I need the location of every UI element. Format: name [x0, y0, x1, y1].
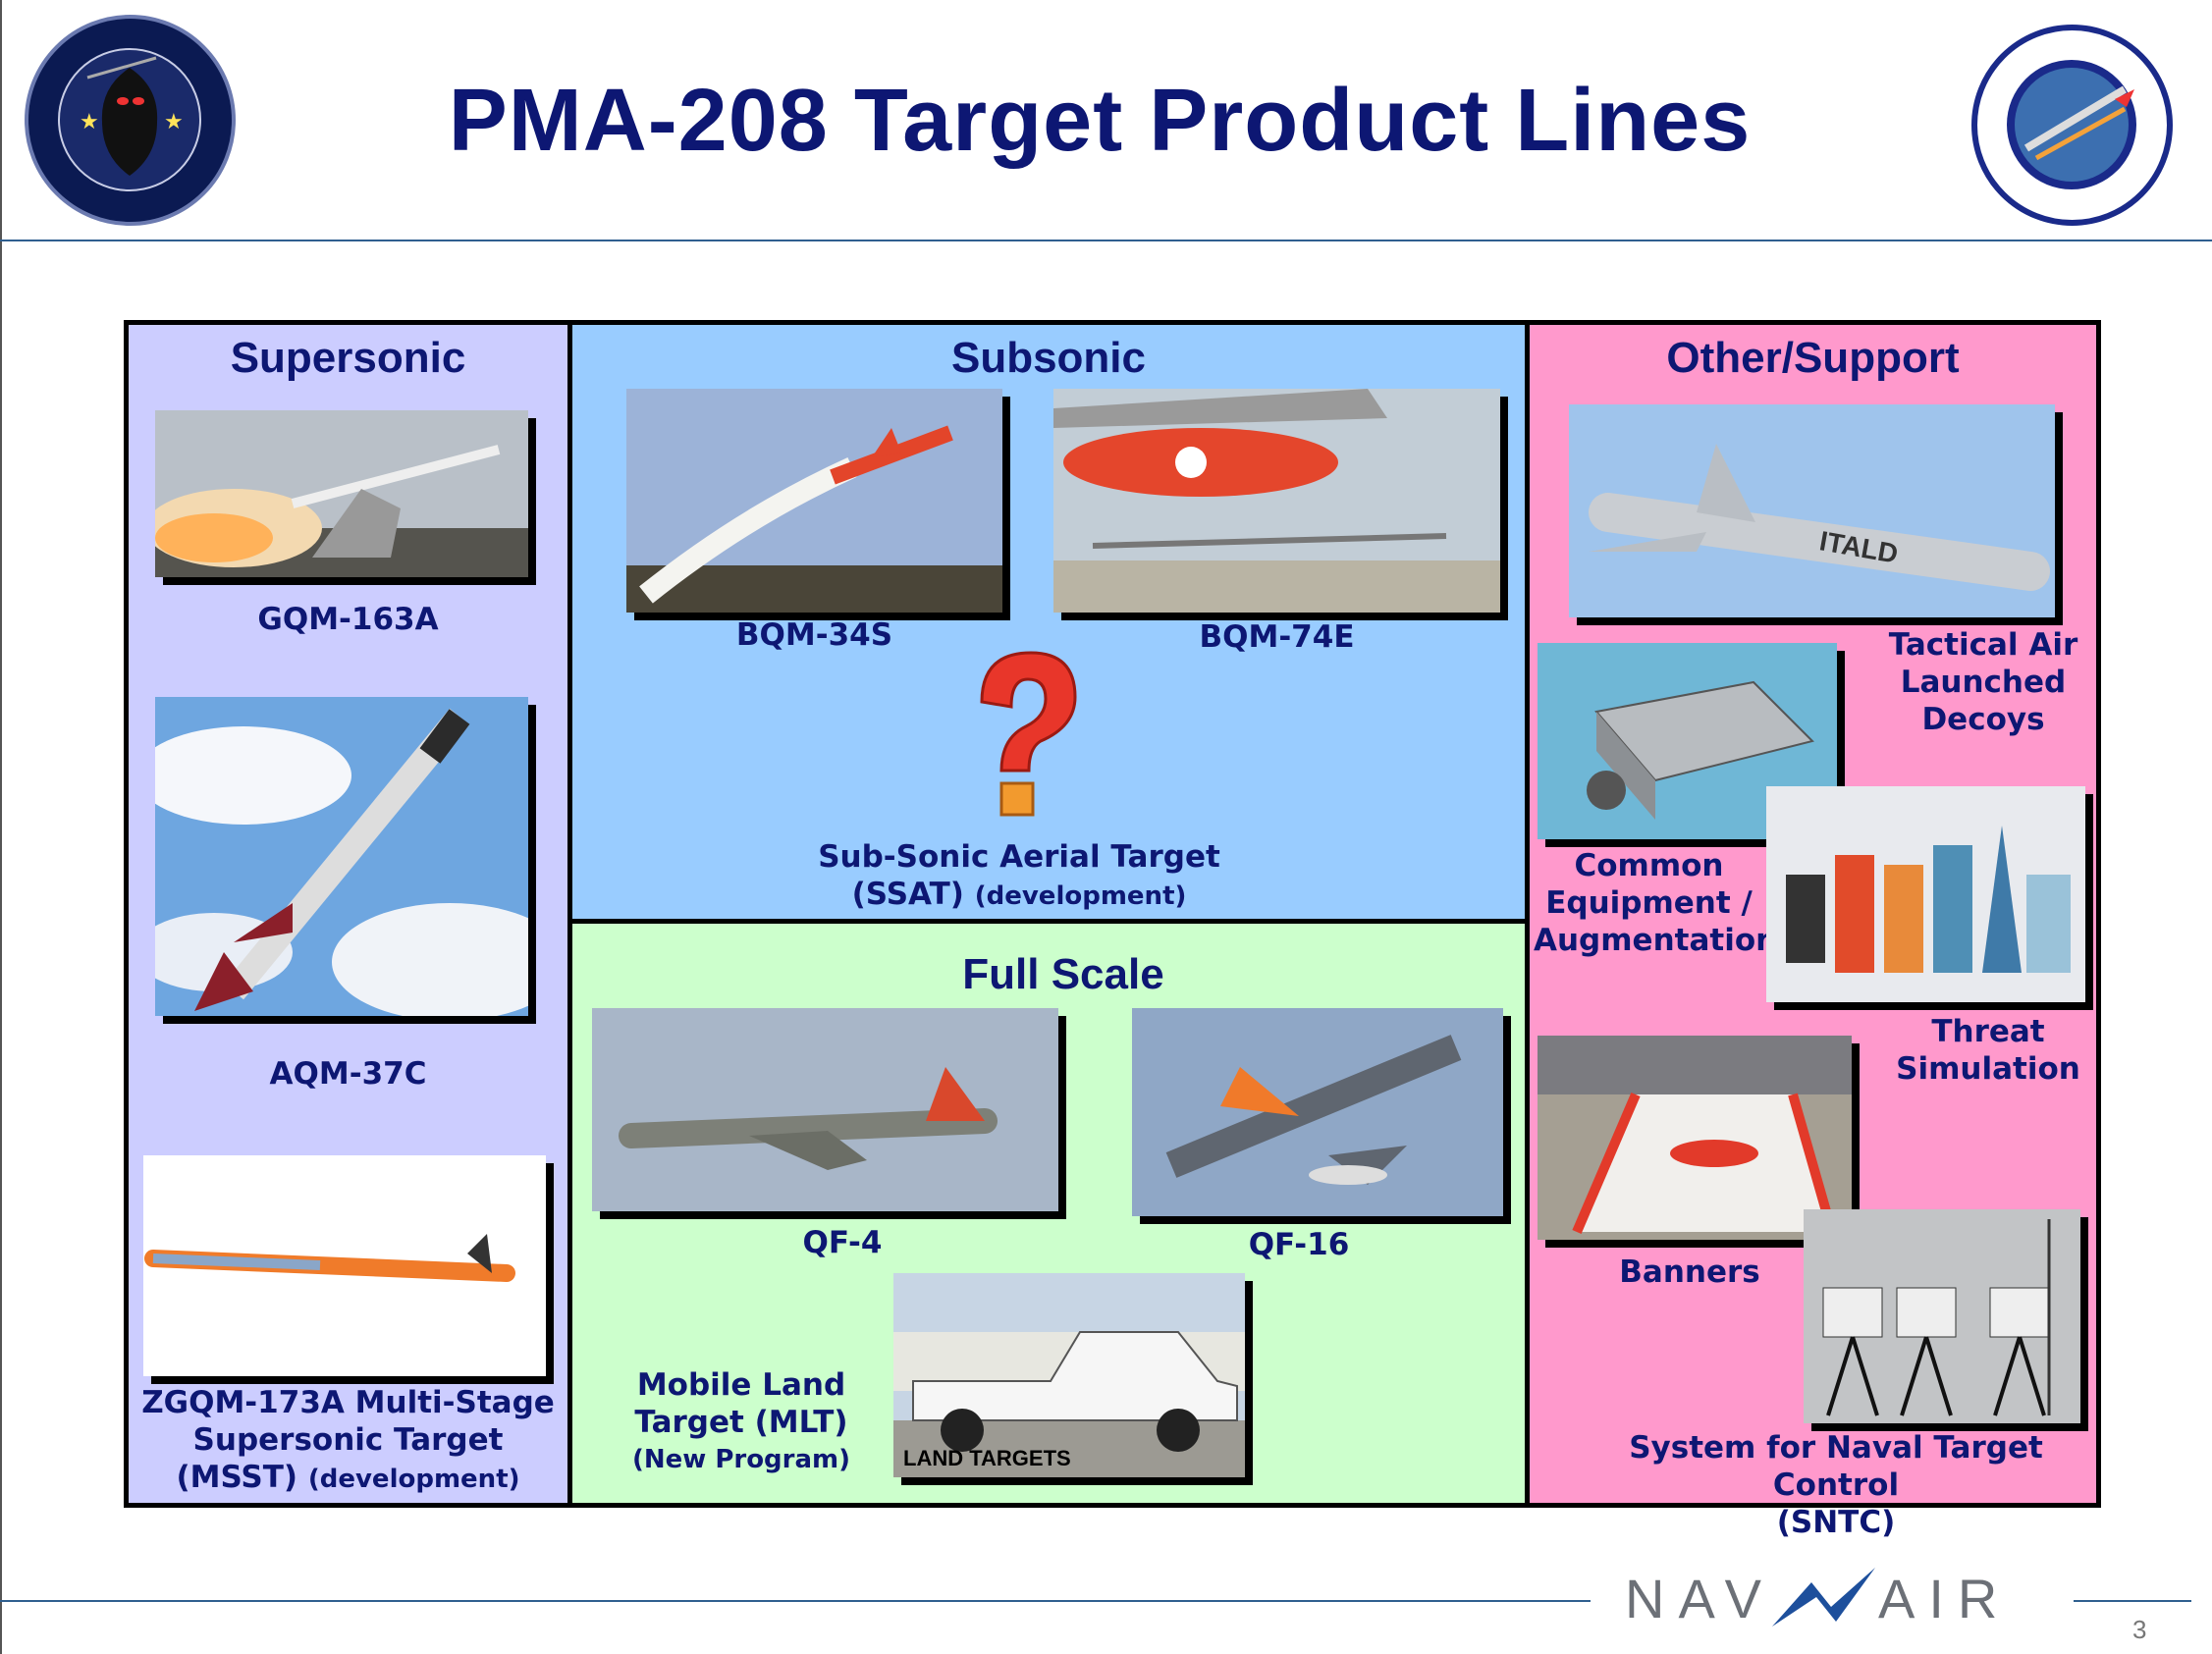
- sntc-line1: System for Naval Target Control: [1629, 1430, 2043, 1503]
- other-support-title: Other/Support: [1666, 334, 1960, 382]
- decoys-line3: Decoys: [1921, 702, 2045, 737]
- banners-photo: [1538, 1036, 1852, 1240]
- sntc-caption: System for Naval Target Control (SNTC): [1561, 1429, 2111, 1541]
- threat-line1: Threat: [1931, 1014, 2045, 1049]
- mlt-caption-note: (New Program): [631, 1445, 851, 1474]
- zgqm-173a-caption: ZGQM-173A Multi-Stage Supersonic Target …: [124, 1384, 572, 1498]
- gqm-163a-photo: [155, 410, 528, 577]
- zgqm-caption-line1: ZGQM-173A Multi-Stage: [141, 1385, 555, 1420]
- peo-seal-left: ★ ★: [25, 15, 236, 226]
- mlt-caption: Mobile Land Target (MLT) (New Program): [609, 1366, 874, 1478]
- ssat-caption-note: (development): [974, 881, 1187, 911]
- supersonic-title: Supersonic: [230, 334, 466, 382]
- truck-label: LAND TARGETS: [903, 1446, 1071, 1470]
- banners-caption: Banners: [1619, 1254, 1760, 1290]
- qf-4-photo: [592, 1008, 1058, 1211]
- zgqm-caption-line2: Supersonic Target: [192, 1422, 504, 1458]
- pma208-seal-right: [1971, 25, 2173, 226]
- ssat-caption-abbr: (SSAT): [851, 877, 964, 912]
- common-line1: Common: [1574, 848, 1724, 883]
- navair-wing-icon: [1772, 1568, 1875, 1627]
- common-line2: Equipment /: [1545, 885, 1753, 921]
- bqm-34s-caption: BQM-34S: [735, 617, 893, 653]
- svg-text:★: ★: [80, 110, 99, 134]
- gqm-163a-caption: GQM-163A: [257, 602, 439, 637]
- mlt-caption-line2: Target (MLT): [634, 1405, 848, 1440]
- common-caption: Common Equipment / Augmentation: [1534, 847, 1778, 959]
- sntc-line2: (SNTC): [1776, 1505, 1896, 1540]
- decoys-caption: Tactical Air Launched Decoys: [1870, 626, 2096, 738]
- mlt-caption-line1: Mobile Land: [636, 1367, 846, 1403]
- page-title: PMA-208 Target Product Lines: [448, 72, 1752, 170]
- zgqm-173a-photo: [143, 1155, 546, 1376]
- aqm-37c-caption: AQM-37C: [269, 1056, 427, 1092]
- svg-text:★: ★: [164, 110, 184, 134]
- qf-4-caption: QF-4: [802, 1225, 883, 1260]
- footer-rule-left: [0, 1600, 1591, 1602]
- zgqm-caption-line3: (MSST) (development): [124, 1459, 572, 1498]
- qf-16-photo: [1132, 1008, 1503, 1216]
- question-mark-icon: [962, 648, 1090, 834]
- ssat-caption-line2: (SSAT) (development): [567, 876, 1471, 915]
- itald-photo: ITALD: [1569, 404, 2055, 617]
- bqm-74e-photo: [1053, 389, 1500, 613]
- mlt-truck-photo: LAND TARGETS: [893, 1273, 1245, 1477]
- ssat-caption-line1: Sub-Sonic Aerial Target: [818, 839, 1220, 875]
- bqm-34s-photo: [626, 389, 1002, 613]
- decoys-line2: Launched: [1900, 665, 2067, 700]
- subsonic-title: Subsonic: [950, 334, 1147, 382]
- header-rule: [0, 240, 2212, 241]
- aqm-37c-photo: [155, 697, 528, 1016]
- zgqm-caption-msst: (MSST): [176, 1460, 298, 1495]
- navair-logo: NAV AIR: [1625, 1563, 2037, 1631]
- decoys-line1: Tactical Air: [1888, 627, 2078, 663]
- threat-caption: Threat Simulation: [1875, 1013, 2101, 1088]
- page-number: 3: [2132, 1615, 2147, 1644]
- threat-line2: Simulation: [1896, 1051, 2080, 1087]
- bqm-74e-caption: BQM-74E: [1199, 619, 1355, 655]
- common-line3: Augmentation: [1534, 923, 1778, 958]
- navair-logo-right: AIR: [1878, 1568, 2012, 1629]
- ssat-caption: Sub-Sonic Aerial Target (SSAT) (developm…: [567, 838, 1471, 915]
- threat-simulation-photo: [1766, 786, 2085, 1002]
- navair-logo-left: NAV: [1625, 1568, 1775, 1629]
- zgqm-caption-note: (development): [307, 1465, 520, 1494]
- footer-rule-right: [2074, 1600, 2191, 1602]
- qf-16-caption: QF-16: [1248, 1227, 1350, 1262]
- full-scale-title: Full Scale: [962, 950, 1164, 998]
- sntc-photo: [1804, 1209, 2080, 1423]
- left-border: [0, 0, 2, 1654]
